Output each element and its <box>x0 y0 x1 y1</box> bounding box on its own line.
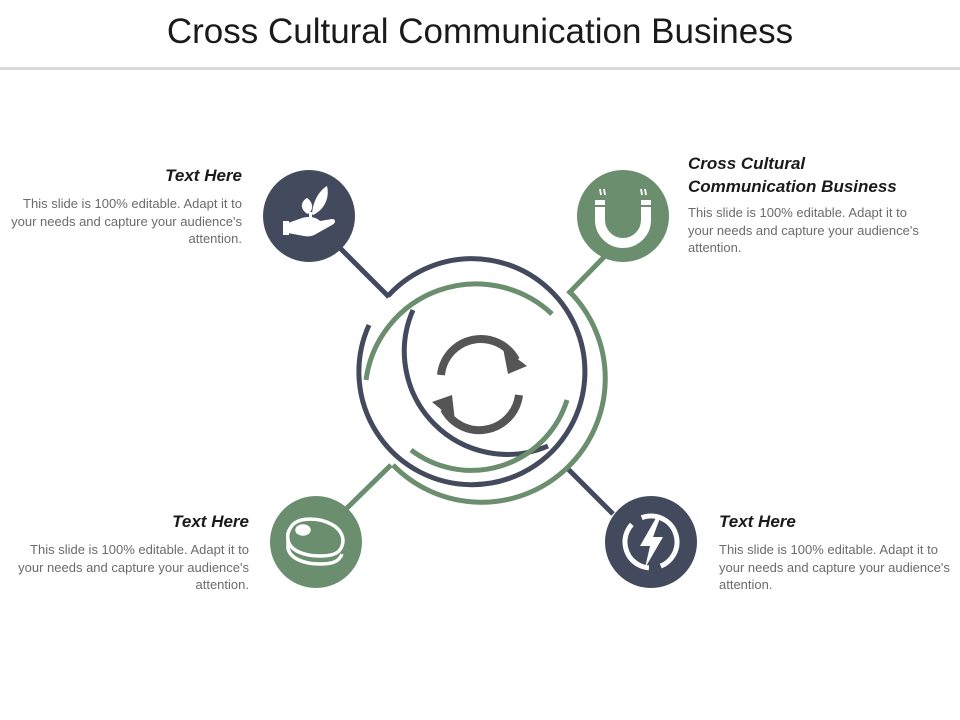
item-body: This slide is 100% editable. Adapt it to… <box>719 542 950 592</box>
node-circle-bottom-left <box>270 496 362 588</box>
dark-ring-inner <box>401 308 549 457</box>
item-heading: Text Here <box>719 512 796 531</box>
refresh-arrowhead-bottom <box>432 395 455 421</box>
connector-top-right <box>566 253 608 296</box>
magnet-icon <box>595 188 651 248</box>
title-divider <box>0 67 960 70</box>
hand-seedling-icon <box>283 186 335 237</box>
refresh-arrowhead-top <box>503 348 527 374</box>
steak-icon <box>285 517 345 566</box>
item-heading: Cross Cultural Communication Business <box>688 154 897 196</box>
item-body: This slide is 100% editable. Adapt it to… <box>11 196 242 246</box>
lightning-icon <box>622 513 680 571</box>
item-body: This slide is 100% editable. Adapt it to… <box>688 205 919 255</box>
green-ring-bottom <box>409 399 570 473</box>
ring-green-arc-1 <box>364 380 391 466</box>
node-circle-top-right <box>577 170 669 262</box>
item-bottom-left: Text Here This slide is 100% editable. A… <box>17 510 249 594</box>
refresh-icon <box>437 335 523 435</box>
green-ring-inner <box>363 281 554 381</box>
item-top-right: Cross Cultural Communication Business Th… <box>688 152 933 257</box>
item-bottom-right: Text Here This slide is 100% editable. A… <box>719 510 951 594</box>
item-heading: Text Here <box>165 166 242 185</box>
connector-bottom-right <box>565 466 615 516</box>
item-body: This slide is 100% editable. Adapt it to… <box>18 542 249 592</box>
green-ring-major <box>391 290 608 505</box>
connector-top-left <box>334 242 391 299</box>
slide-title: Cross Cultural Communication Business <box>166 12 794 51</box>
item-top-left: Text Here This slide is 100% editable. A… <box>10 164 242 248</box>
item-heading: Text Here <box>172 512 249 531</box>
outer-ring-dark <box>356 256 588 488</box>
connector-bottom-left <box>343 463 393 512</box>
